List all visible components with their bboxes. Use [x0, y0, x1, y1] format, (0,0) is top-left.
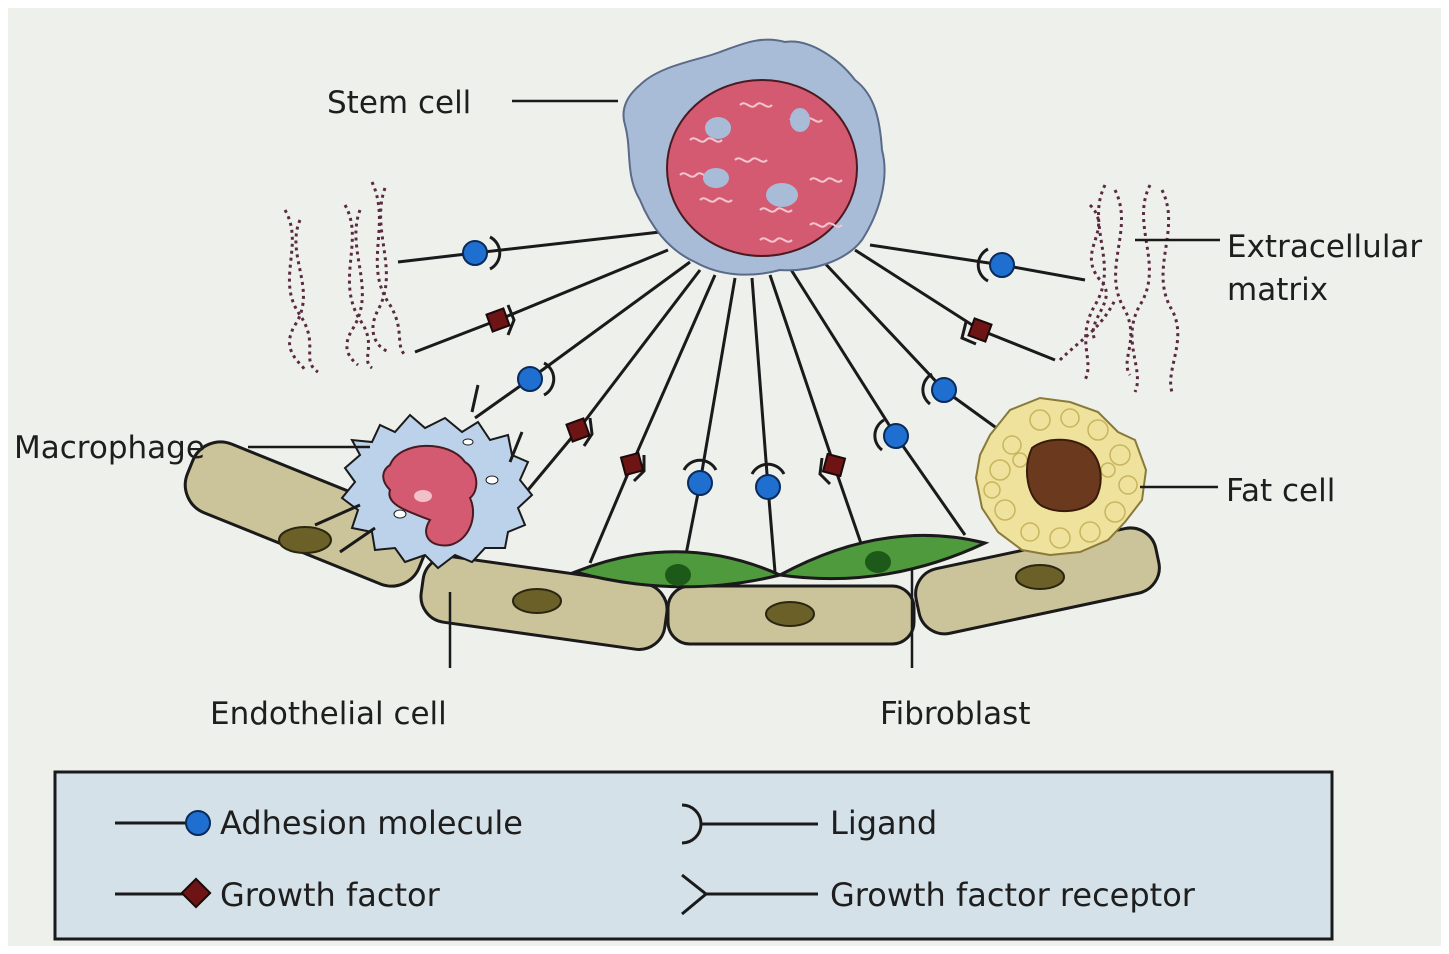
- label-macrophage: Macrophage: [14, 430, 205, 466]
- legend-adhesion-molecule: Adhesion molecule: [220, 804, 523, 842]
- label-extracellular-matrix-line1: Extracellular: [1227, 229, 1422, 265]
- endothelial-nucleus: [279, 527, 331, 553]
- label-endothelial-cell: Endothelial cell: [210, 696, 447, 732]
- legend-ligand: Ligand: [830, 804, 937, 842]
- label-stem-cell: Stem cell: [327, 85, 471, 121]
- endothelial-nucleus: [766, 602, 814, 626]
- fibroblast-nucleus: [665, 564, 691, 586]
- endothelial-nucleus: [513, 589, 561, 613]
- label-extracellular-matrix-line2: matrix: [1227, 272, 1328, 308]
- endothelial-nucleus: [1016, 565, 1064, 589]
- label-fat-cell: Fat cell: [1226, 473, 1335, 509]
- legend-growth-factor: Growth factor: [220, 876, 441, 914]
- legend: Adhesion molecule Growth factor Ligand G…: [55, 772, 1332, 939]
- label-fibroblast: Fibroblast: [880, 696, 1031, 732]
- fibroblast-nucleus: [865, 551, 891, 573]
- legend-growth-factor-receptor: Growth factor receptor: [830, 876, 1196, 914]
